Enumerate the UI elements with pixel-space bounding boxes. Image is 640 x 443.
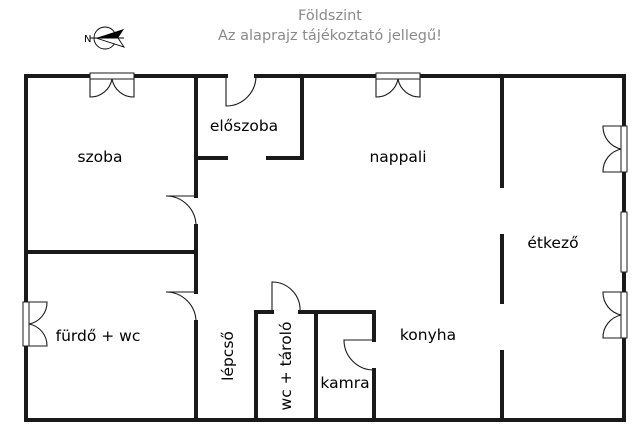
- window-etkezo-1: [620, 125, 628, 173]
- room-label-szoba: szoba: [77, 148, 122, 166]
- door-swings: [28, 75, 622, 371]
- compass-north-label: N: [84, 34, 91, 45]
- room-label-nappali: nappali: [369, 148, 426, 166]
- room-label-kamra: kamra: [320, 374, 369, 392]
- windows: [22, 72, 628, 347]
- window-etkezo-3: [620, 291, 628, 339]
- floor-title: Földszint: [298, 8, 362, 24]
- window-nappali: [375, 72, 421, 80]
- page-header: Földszint Az alaprajz tájékoztató jelleg…: [0, 6, 640, 46]
- window-furdo: [22, 301, 30, 347]
- room-label-eloszoba: előszoba: [210, 117, 278, 135]
- disclaimer-text: Az alaprajz tájékoztató jellegű!: [218, 28, 442, 44]
- room-label-lepcso: lépcső: [219, 331, 237, 381]
- room-label-wc-tarolo: wc + tároló: [277, 322, 295, 411]
- walls: [24, 74, 626, 422]
- room-label-furdo: fürdő + wc: [56, 327, 141, 345]
- window-etkezo-2: [620, 211, 628, 273]
- room-label-konyha: konyha: [400, 326, 456, 344]
- window-szoba: [89, 72, 135, 80]
- compass-icon: N: [84, 26, 126, 50]
- room-label-etkezo: étkező: [527, 234, 578, 252]
